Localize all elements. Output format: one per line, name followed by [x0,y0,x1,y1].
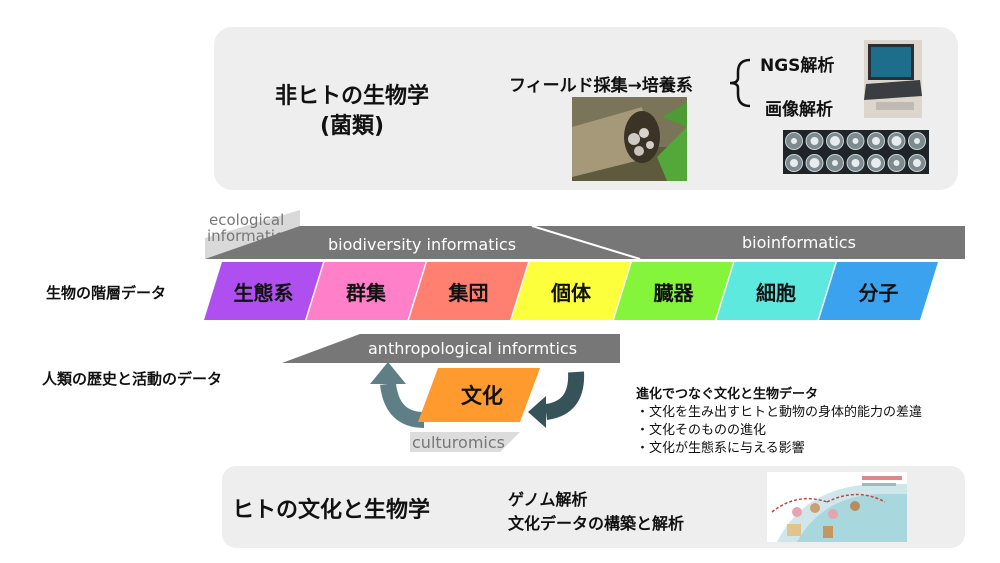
evolution-title: 進化でつなぐ文化と生物データ [636,387,819,402]
migration-map-figure [767,472,907,542]
hierarchy-level-3 [409,262,528,320]
culture-data-analysis-text: 文化データの構築と解析 [508,514,685,533]
hierarchy-level-7 [819,262,938,320]
petri-colony [791,138,797,144]
left-cycle-arrow-head [370,362,406,384]
culture-box-label: 文化 [461,384,503,408]
bioinformatics-label: bioinformatics [742,233,856,252]
evolution-block: 進化でつなぐ文化と生物データ ・文化を生み出すヒトと動物の身体的能力の差違 ・文… [636,386,922,458]
ecological-label-line1: ecological [209,211,285,229]
culturomics-band [410,432,520,452]
hierarchy-level-label-6: 細胞 [756,281,796,305]
evolution-item-3: ・文化が生態系に与える影響 [636,441,805,456]
hierarchy-level-label-4: 個体 [551,281,591,305]
sequencer-photo-art [864,40,922,118]
genome-analysis-text: ゲノム解析 [508,490,588,509]
petri-colony [891,136,902,146]
hierarchy-data-label: 生物の階層データ [46,284,167,302]
hierarchy-level-label-5: 臓器 [653,281,694,305]
hierarchy-level-2 [306,262,426,320]
hierarchy-level-5 [614,262,733,320]
sequencer-photo [864,40,922,118]
band-separator-line [531,225,641,260]
petri-colony [832,160,838,166]
petri-colony [871,158,881,168]
hierarchy-level-4 [511,262,631,320]
fungus-photo-art [572,97,687,181]
petri-colony [809,158,820,168]
top-title-line1: 非ヒトの生物学 [274,84,429,109]
image-analysis-text: 画像解析 [765,100,833,120]
culturomics-label: culturomics [412,433,505,452]
top-panel-title: 非ヒトの生物学 (菌類) [252,82,452,142]
petri-colony [913,159,921,167]
ecological-informatics-label: ecological informatics [207,212,291,244]
hierarchy-level-6 [716,262,836,320]
petri-colony [893,160,900,166]
anthropological-informatics-label: anthropological informtics [368,339,578,358]
migration-map-art [767,472,907,542]
culture-box [418,368,540,422]
petri-colony [810,137,819,145]
hierarchy-level-label-3: 集団 [448,281,489,305]
ecological-label-line2: informatics [207,227,291,245]
evolution-item-2: ・文化そのものの進化 [636,423,767,438]
hierarchy-level-label-7: 分子 [858,281,899,305]
left-cycle-arrow [380,382,425,428]
anthropological-informatics-band [282,334,620,363]
bottom-panel-title: ヒトの文化と生物学 [232,498,431,523]
bracket-icon [729,58,751,108]
hierarchy-level-label-2: 群集 [346,281,386,305]
evolution-item-1: ・文化を生み出すヒトと動物の身体的能力の差違 [636,405,923,420]
ngs-analysis-text: NGS解析 [760,56,835,76]
hierarchy-levels [204,262,938,320]
field-collection-text: フィールド採集→培養系 [509,76,693,96]
fungus-photo [572,97,687,181]
human-history-data-label: 人類の歴史と活動のデータ [42,370,223,388]
petri-colony [790,159,798,167]
hierarchy-level-label-1: 生態系 [233,281,294,305]
hierarchy-level-1 [204,262,323,320]
band-overlap-cover [482,226,642,259]
biodiversity-informatics-label: biodiversity informatics [328,235,517,254]
top-title-line2: (菌類) [319,114,385,139]
petri-colony [872,137,880,145]
petri-colony [830,136,840,146]
petri-dish-grid [783,130,929,174]
right-cycle-arrow [544,371,585,420]
petri-colony [914,138,920,144]
petri-colony [851,159,860,167]
right-cycle-arrow-head [528,396,546,428]
petri-dish-grid-art [783,130,929,174]
petri-colony [852,138,859,144]
